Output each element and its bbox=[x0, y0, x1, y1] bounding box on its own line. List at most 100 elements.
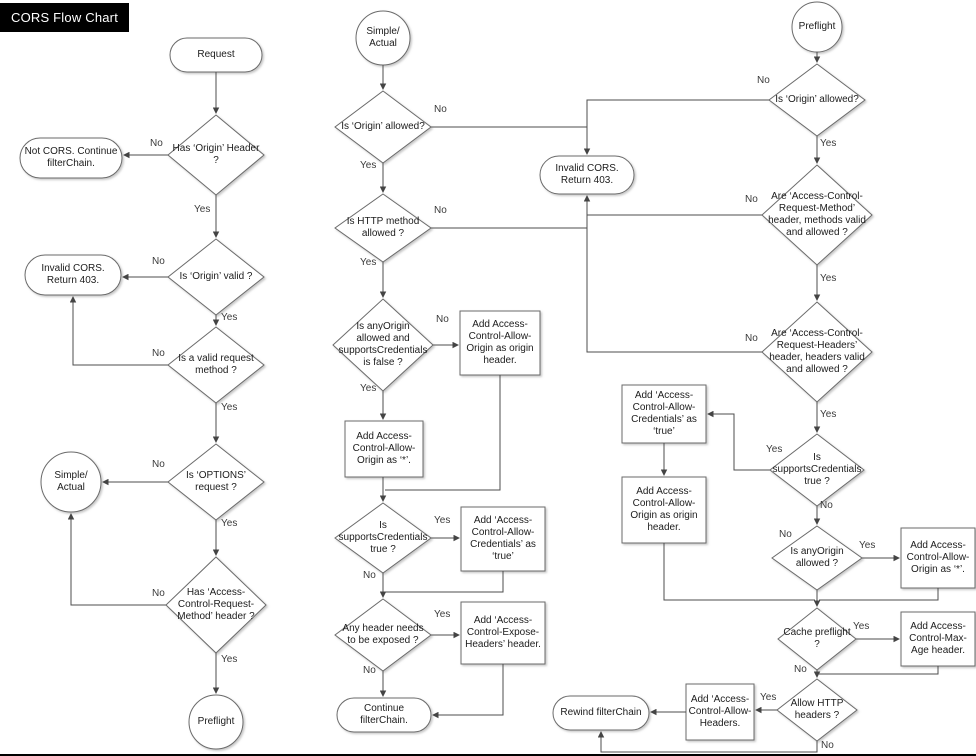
node-has-origin-header: Has ‘Origin’ Header ? bbox=[172, 143, 260, 166]
flow-connector bbox=[583, 195, 762, 353]
node-continue-filterchain: Continue filterChain. bbox=[360, 703, 408, 726]
process-add-credentials-preflight bbox=[621, 384, 707, 444]
node-simple-actual-top: Simple/ Actual bbox=[366, 26, 400, 49]
node-is-origin-valid: Is ‘Origin’ valid ? bbox=[179, 271, 253, 283]
node-add-origin-star-simple: Add Access-Control-Allow-Origin as ‘*’. bbox=[352, 431, 416, 466]
node-is-origin-allowed-preflight: Is ‘Origin’ allowed? bbox=[775, 94, 859, 106]
node-invalid-cors-mid: Invalid CORS. Return 403. bbox=[555, 163, 619, 186]
terminator-rewind-filterchain bbox=[552, 695, 650, 731]
edge-label-no: No bbox=[436, 314, 449, 325]
node-add-credentials-simple: Add ‘Access-Control-Allow-Credentials’ a… bbox=[470, 515, 536, 562]
edge-label-yes: Yes bbox=[360, 383, 377, 394]
node-simple-actual-left: Simple/ Actual bbox=[54, 470, 88, 493]
node-add-credentials-preflight: Add ‘Access-Control-Allow-Credentials’ a… bbox=[631, 390, 697, 437]
node-any-header-exposed: Any header needs to be exposed ? bbox=[342, 623, 424, 646]
node-is-anyorigin-allowed: Is anyOrigin allowed ? bbox=[790, 546, 844, 569]
process-add-origin-star-preflight bbox=[900, 527, 976, 589]
edge-label-no: No bbox=[757, 75, 770, 86]
edge-label-yes: Yes bbox=[221, 654, 238, 665]
terminator-invalid-cors-left bbox=[24, 254, 122, 296]
edge-label-no: No bbox=[745, 333, 758, 344]
node-is-options-request: Is ‘OPTIONS’ request ? bbox=[185, 470, 246, 493]
node-are-acrm-valid: Are ‘Access-Control-Request-Method’ head… bbox=[768, 191, 866, 238]
process-add-origin-star-simple bbox=[344, 420, 424, 478]
edge-label-no: No bbox=[363, 570, 376, 581]
edge-label-yes: Yes bbox=[434, 609, 451, 620]
node-is-supports-cred-simple: Is supportsCredentials true ? bbox=[338, 520, 428, 555]
node-add-origin-header-preflight: Add Access-Control-Allow-Origin as origi… bbox=[630, 486, 698, 533]
flow-connector bbox=[583, 99, 769, 155]
edge-label-yes: Yes bbox=[859, 540, 876, 551]
node-has-acrm-header: Has ‘Access-Control-Request-Method’ head… bbox=[177, 587, 255, 622]
edge-label-no: No bbox=[152, 256, 165, 267]
node-is-supports-cred-preflight: Is supportsCredentials true ? bbox=[772, 452, 862, 487]
edge-label-yes: Yes bbox=[766, 444, 783, 455]
flow-connector bbox=[385, 375, 501, 491]
node-rewind-filterchain: Rewind filterChain bbox=[560, 707, 642, 719]
node-add-origin-header-simple: Add Access-Control-Allow-Origin as origi… bbox=[466, 319, 534, 366]
page-title: CORS Flow Chart bbox=[0, 3, 130, 32]
node-add-origin-star-preflight: Add Access-Control-Allow-Origin as ‘*’. bbox=[906, 540, 970, 575]
circle-simple-actual-left bbox=[40, 451, 102, 513]
edge-label-no: No bbox=[434, 104, 447, 115]
flow-connector bbox=[432, 664, 504, 719]
node-add-max-age: Add Access-Control-Max-Age header. bbox=[909, 621, 967, 656]
node-not-cors: Not CORS. Continue filterChain. bbox=[24, 146, 118, 169]
edge-label-no: No bbox=[150, 138, 163, 149]
edge-label-no: No bbox=[820, 500, 833, 511]
process-add-max-age bbox=[900, 611, 976, 667]
edge-label-yes: Yes bbox=[360, 257, 377, 268]
edge-label-yes: Yes bbox=[360, 160, 377, 171]
flow-connector bbox=[385, 571, 504, 593]
node-preflight-top: Preflight bbox=[798, 21, 836, 33]
flow-connector bbox=[69, 296, 168, 366]
edge-label-no: No bbox=[821, 740, 834, 751]
process-add-expose-headers bbox=[460, 601, 546, 665]
edge-label-no: No bbox=[152, 348, 165, 359]
node-allow-http-headers: Allow HTTP headers ? bbox=[790, 698, 844, 721]
circle-preflight-left bbox=[188, 694, 244, 750]
edge-label-no: No bbox=[434, 205, 447, 216]
edge-label-no: No bbox=[152, 459, 165, 470]
edge-label-yes: Yes bbox=[194, 204, 211, 215]
edge-label-yes: Yes bbox=[760, 692, 777, 703]
flow-connector bbox=[819, 666, 939, 675]
process-add-origin-header-preflight bbox=[621, 476, 707, 544]
edge-label-yes: Yes bbox=[221, 518, 238, 529]
node-invalid-cors-left: Invalid CORS. Return 403. bbox=[41, 263, 105, 286]
shapes-layer bbox=[19, 1, 976, 750]
edge-label-yes: Yes bbox=[221, 402, 238, 413]
edge-label-no: No bbox=[779, 529, 792, 540]
edge-label-no: No bbox=[152, 588, 165, 599]
flow-connector bbox=[663, 543, 815, 601]
flow-connector bbox=[67, 513, 166, 606]
terminator-not-cors bbox=[19, 137, 123, 179]
node-are-acrh-valid: Are ‘Access-Control-Request-Headers’ hea… bbox=[769, 328, 865, 375]
node-request: Request bbox=[197, 49, 235, 61]
edge-label-yes: Yes bbox=[820, 409, 837, 420]
edge-label-no: No bbox=[794, 664, 807, 675]
process-add-allow-headers bbox=[685, 683, 755, 741]
process-add-credentials-simple bbox=[460, 506, 546, 572]
connectors-layer bbox=[67, 52, 939, 753]
flow-connector bbox=[597, 731, 818, 753]
node-add-allow-headers: Add ‘Access-Control-Allow-Headers. bbox=[688, 694, 752, 729]
edge-label-yes: Yes bbox=[820, 138, 837, 149]
terminator-invalid-cors-mid bbox=[539, 155, 635, 195]
node-is-http-method-allowed: Is HTTP method allowed ? bbox=[346, 216, 420, 239]
edge-label-yes: Yes bbox=[820, 273, 837, 284]
node-cache-preflight: Cache preflight ? bbox=[783, 627, 851, 650]
terminator-continue-filterchain bbox=[336, 697, 432, 733]
node-is-valid-method: Is a valid request method ? bbox=[178, 353, 254, 376]
node-preflight-left: Preflight bbox=[197, 716, 235, 728]
edge-label-no: No bbox=[363, 665, 376, 676]
node-is-anyorigin-credentials: Is anyOrigin allowed and supportsCredent… bbox=[338, 321, 428, 368]
edge-label-no: No bbox=[745, 194, 758, 205]
node-is-origin-allowed-simple: Is ‘Origin’ allowed? bbox=[341, 121, 425, 133]
edge-label-yes: Yes bbox=[434, 515, 451, 526]
node-add-expose-headers: Add ‘Access-Control-Expose-Headers’ head… bbox=[465, 615, 541, 650]
flow-connector bbox=[707, 410, 770, 471]
edge-label-yes: Yes bbox=[221, 312, 238, 323]
